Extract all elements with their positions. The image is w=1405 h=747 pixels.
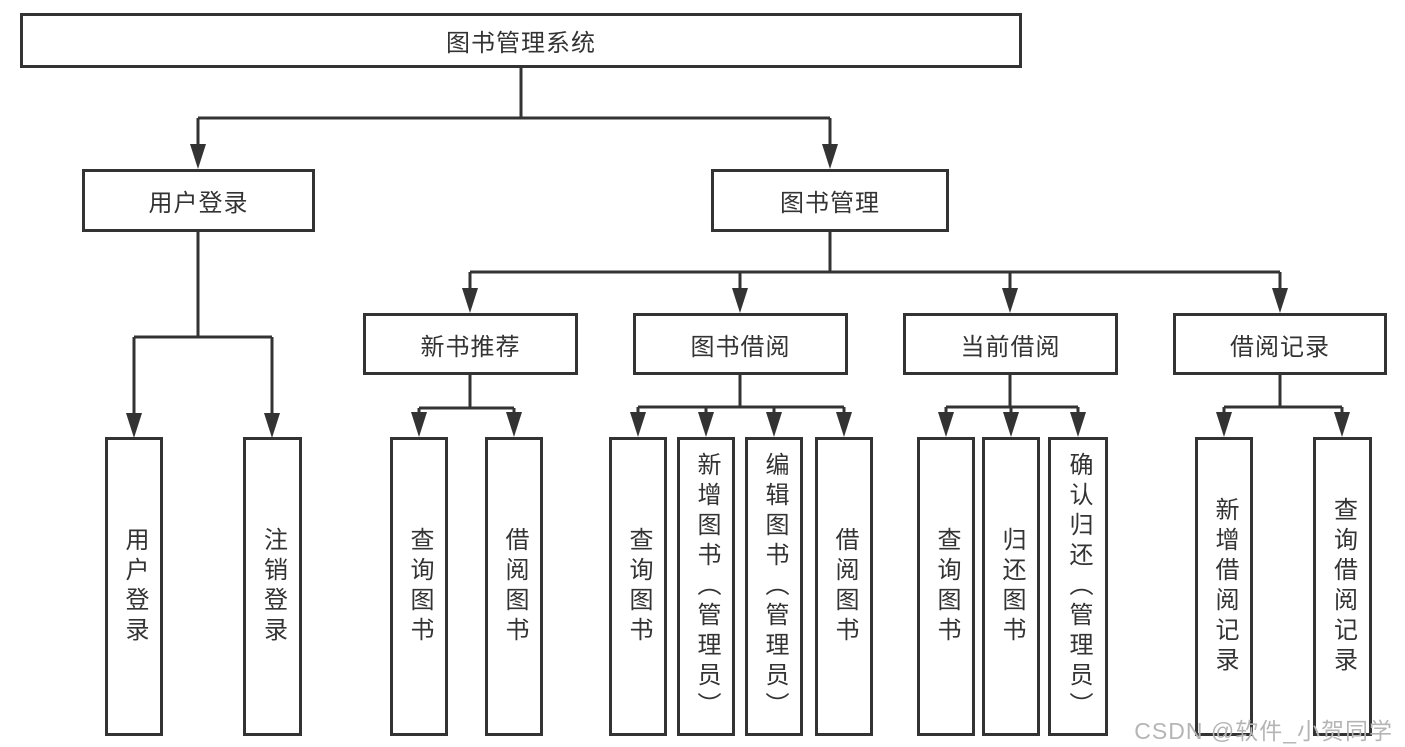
leaf-records-add-record: 新增借阅记录 [1195, 437, 1253, 736]
node-label: 确认归还（管理员） [1065, 451, 1092, 722]
arrow-icon [1216, 412, 1232, 437]
leaf-borrow-borrow-book: 借阅图书 [815, 437, 873, 736]
edge-borrow-to-leaves [636, 375, 846, 420]
arrow-icon [698, 412, 714, 437]
leaf-recommend-query-book: 查询图书 [390, 437, 448, 736]
node-label: 图书管理系统 [446, 30, 596, 57]
node-borrow-records: 借阅记录 [1173, 313, 1387, 375]
edge-management-to-level3 [468, 232, 1282, 296]
arrow-icon [126, 413, 142, 438]
leaf-borrow-add-book-admin: 新增图书（管理员） [677, 437, 735, 736]
node-label: 用户登录 [148, 190, 249, 217]
node-book-management: 图书管理 [711, 169, 949, 232]
node-label: 图书管理 [780, 190, 880, 217]
node-label: 新增图书（管理员） [693, 451, 720, 722]
leaf-recommend-borrow-book: 借阅图书 [485, 437, 543, 736]
node-book-borrow: 图书借阅 [633, 313, 848, 375]
arrow-icon [506, 412, 522, 437]
arrow-icon [836, 412, 852, 437]
node-label: 图书借阅 [690, 333, 791, 361]
arrow-icon [938, 412, 954, 437]
leaf-user-login: 用户登录 [105, 437, 163, 736]
node-new-book-recommend: 新书推荐 [363, 313, 578, 375]
node-user-login: 用户登录 [82, 169, 315, 232]
watermark: CSDN @软件_小贺同学 [1134, 718, 1393, 744]
edge-root-to-level2 [196, 68, 832, 150]
node-system-root: 图书管理系统 [20, 13, 1022, 68]
node-label: 归还图书 [998, 526, 1025, 647]
leaf-current-return-book: 归还图书 [982, 437, 1040, 736]
edge-login-to-leaves [132, 232, 274, 420]
arrowheads [126, 144, 1350, 438]
leaf-records-query-record: 查询借阅记录 [1313, 437, 1372, 736]
node-label: 新增借阅记录 [1211, 496, 1238, 677]
arrow-icon [1070, 412, 1086, 437]
leaf-borrow-edit-book-admin: 编辑图书（管理员） [745, 437, 803, 736]
node-label: 查询图书 [625, 526, 652, 647]
node-label: 查询图书 [406, 526, 433, 647]
node-label: 借阅图书 [831, 526, 858, 647]
edge-records-to-leaves [1222, 375, 1344, 420]
node-label: 借阅图书 [501, 526, 528, 647]
arrow-icon [264, 413, 280, 438]
arrow-icon [1334, 412, 1350, 437]
arrow-icon [766, 412, 782, 437]
node-label: 当前借阅 [960, 333, 1061, 361]
arrow-icon [732, 288, 748, 313]
arrow-icon [1002, 288, 1018, 313]
leaf-logout: 注销登录 [243, 437, 302, 736]
arrow-icon [822, 144, 838, 169]
node-label: 用户登录 [121, 526, 148, 647]
arrow-icon [411, 412, 427, 437]
edge-recommend-to-leaves [417, 375, 516, 420]
node-label: 查询借阅记录 [1329, 496, 1357, 677]
node-label: 编辑图书（管理员） [761, 451, 788, 722]
node-label: 借阅记录 [1230, 333, 1330, 361]
leaf-current-query-book: 查询图书 [917, 437, 975, 736]
arrow-icon [462, 288, 478, 313]
arrow-icon [1272, 288, 1288, 313]
leaf-current-confirm-return-admin: 确认归还（管理员） [1048, 437, 1108, 736]
arrow-icon [630, 412, 646, 437]
arrow-icon [190, 144, 206, 169]
node-label: 注销登录 [259, 526, 287, 647]
arrow-icon [1003, 412, 1019, 437]
node-label: 新书推荐 [420, 333, 521, 361]
node-current-borrow: 当前借阅 [903, 313, 1118, 375]
leaf-borrow-query-book: 查询图书 [609, 437, 667, 736]
node-label: 查询图书 [933, 526, 960, 647]
